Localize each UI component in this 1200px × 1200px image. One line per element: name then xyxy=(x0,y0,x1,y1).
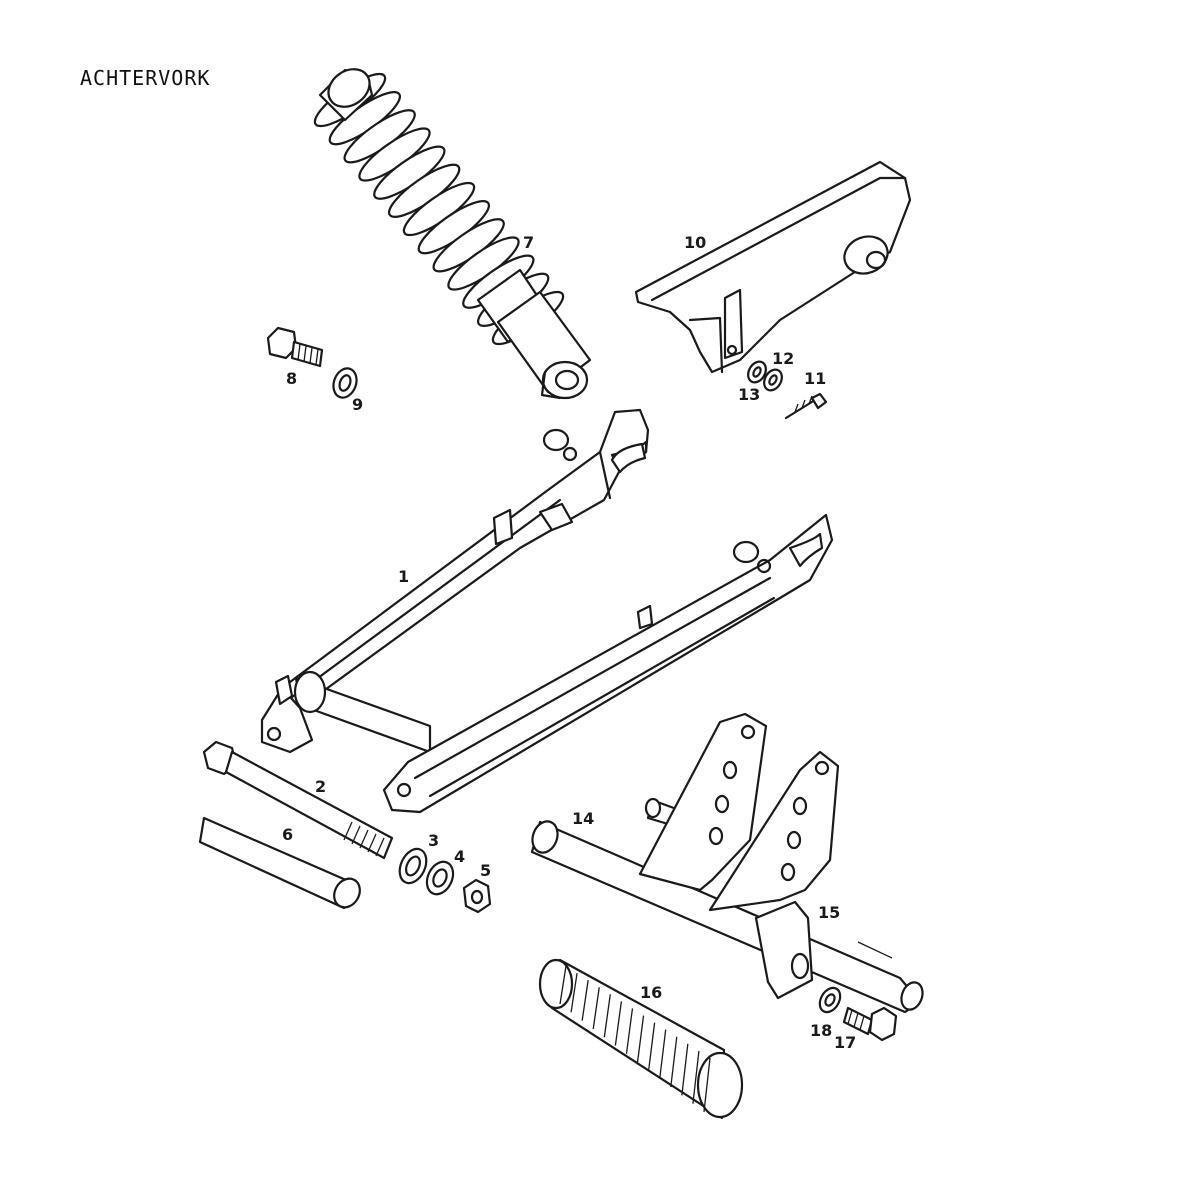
callout-7: 7 xyxy=(523,233,534,252)
rubber-rib xyxy=(681,1043,689,1096)
rubber-rib xyxy=(625,1008,634,1054)
rubber-rib xyxy=(581,980,589,1021)
part-chain-guard xyxy=(634,160,912,374)
part-washer-9 xyxy=(332,367,358,399)
rubber-rib xyxy=(659,1029,667,1079)
rubber-rib xyxy=(647,1022,656,1071)
callout-15: 15 xyxy=(818,903,840,922)
callout-1: 1 xyxy=(398,567,409,586)
callout-9: 9 xyxy=(352,395,363,414)
callout-4: 4 xyxy=(454,847,465,866)
part-bracket-plate-left xyxy=(638,712,768,892)
rubber-rib xyxy=(559,965,567,1005)
rubber-rib xyxy=(614,1001,623,1046)
callout-13: 13 xyxy=(738,385,760,404)
part-washer-13 xyxy=(747,360,767,384)
callout-18: 18 xyxy=(810,1021,832,1040)
callout-12: 12 xyxy=(772,349,794,368)
callout-3: 3 xyxy=(428,831,439,850)
part-pivot-bolt xyxy=(202,740,394,860)
rubber-rib xyxy=(703,1057,711,1113)
rubber-rib xyxy=(636,1015,645,1063)
callout-8: 8 xyxy=(286,369,297,388)
part-washer-3 xyxy=(398,847,428,885)
part-bracket-plate-right xyxy=(708,750,840,912)
diagram-title: ACHTERVORK xyxy=(80,66,211,90)
rubber-rib xyxy=(670,1036,678,1088)
part-bolt-17 xyxy=(842,1006,898,1042)
part-bolt-8 xyxy=(266,326,324,368)
part-bracket-15 xyxy=(754,900,814,1000)
part-lock-washer-4 xyxy=(425,860,455,896)
callout-6: 6 xyxy=(282,825,293,844)
part-screw-11 xyxy=(784,392,828,420)
callout-10: 10 xyxy=(684,233,706,252)
rubber-rib xyxy=(603,994,611,1038)
rubber-rib xyxy=(592,987,600,1030)
callout-2: 2 xyxy=(315,777,326,796)
callout-11: 11 xyxy=(804,369,826,388)
callout-17: 17 xyxy=(834,1033,856,1052)
part-footrest-rubber xyxy=(538,958,744,1120)
callout-5: 5 xyxy=(480,861,491,880)
part-nut-5 xyxy=(462,878,492,914)
part-washer-18 xyxy=(818,986,842,1014)
rubber-rib xyxy=(692,1050,700,1104)
part-spacer-tube xyxy=(198,816,361,910)
rubber-rib xyxy=(570,972,578,1013)
callout-14: 14 xyxy=(572,809,594,828)
part-washer-12 xyxy=(763,368,783,392)
part-shock-absorber xyxy=(313,68,592,400)
part-swing-arm xyxy=(260,408,834,814)
callout-16: 16 xyxy=(640,983,662,1002)
